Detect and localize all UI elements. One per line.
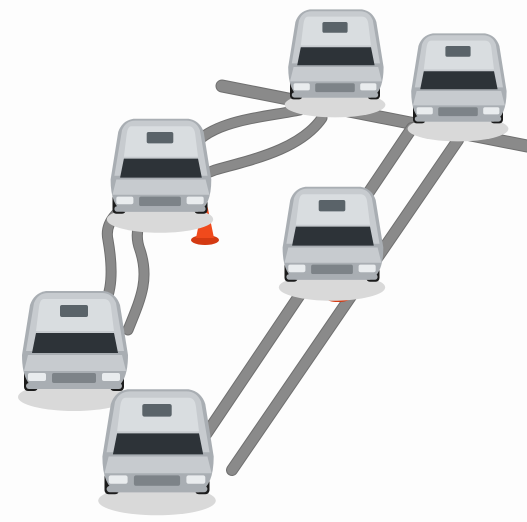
suv-top-right	[408, 33, 509, 141]
suv-curve-upper	[107, 119, 213, 233]
track-lane-left	[182, 128, 412, 470]
suv-cars	[18, 9, 508, 515]
suv-curve-lower	[18, 291, 130, 411]
suv-lane-bottom	[98, 389, 216, 515]
suv-top-center	[285, 9, 386, 117]
suv-lane-middle	[279, 187, 385, 301]
